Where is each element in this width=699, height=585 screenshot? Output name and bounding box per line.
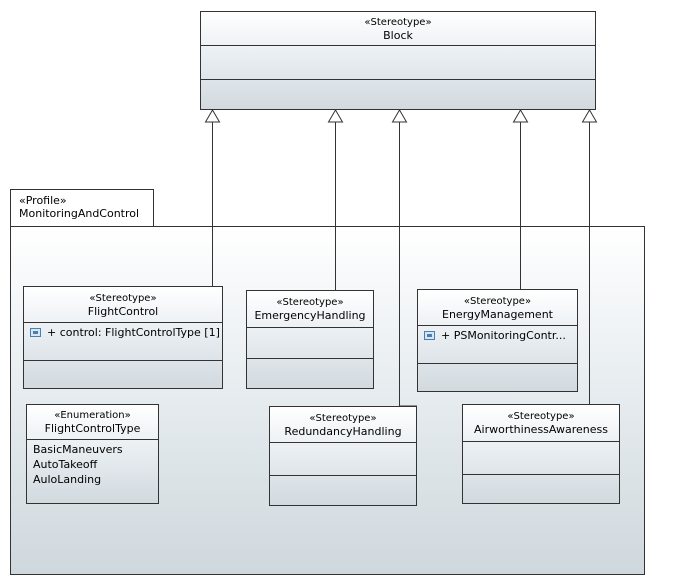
generalization-arrowhead: [581, 109, 598, 123]
generalization-arrowhead: [204, 109, 221, 123]
energy-management-stereotype[interactable]: «Stereotype» EnergyManagement + PSMonito…: [417, 289, 578, 392]
profile-name: MonitoringAndControl: [19, 207, 140, 220]
block-stereotype-label: «Stereotype»: [364, 17, 432, 28]
generalization-arrowhead: [391, 109, 408, 123]
flight-control-type-enumeration[interactable]: «Enumeration» FlightControlType BasicMan…: [26, 404, 159, 504]
airworthiness-awareness-name: AirworthinessAwareness: [474, 423, 608, 436]
enumeration-stereotype-label: «Enumeration»: [54, 410, 131, 421]
property-icon: [424, 331, 435, 340]
property-icon: [30, 328, 41, 337]
energy-management-attribute-text: + PSMonitoringContr...: [441, 329, 566, 342]
enumeration-literal[interactable]: AutoTakeoff: [33, 458, 98, 471]
generalization-redundancy-handling: [399, 122, 417, 407]
flight-control-stereotype[interactable]: «Stereotype» FlightControl + control: Fl…: [23, 286, 223, 389]
emergency-handling-stereotype-label: «Stereotype»: [276, 297, 344, 308]
block-stereotype[interactable]: «Stereotype» Block: [200, 11, 596, 110]
generalization-arrowhead: [327, 109, 344, 123]
redundancy-handling-stereotype[interactable]: «Stereotype» RedundancyHandling: [269, 406, 417, 506]
flight-control-stereotype-label: «Stereotype»: [89, 293, 157, 304]
emergency-handling-name: EmergencyHandling: [254, 309, 366, 322]
flight-control-type-name: FlightControlType: [44, 422, 141, 435]
energy-management-attribute[interactable]: + PSMonitoringContr...: [424, 329, 566, 342]
profile-package-tab[interactable]: «Profile» MonitoringAndControl: [10, 189, 154, 227]
emergency-handling-stereotype[interactable]: «Stereotype» EmergencyHandling: [246, 290, 374, 389]
energy-management-name: EnergyManagement: [442, 308, 553, 321]
redundancy-handling-name: RedundancyHandling: [284, 425, 402, 438]
airworthiness-awareness-stereotype-label: «Stereotype»: [507, 411, 575, 422]
redundancy-handling-stereotype-label: «Stereotype»: [309, 413, 377, 424]
block-name: Block: [383, 29, 413, 42]
generalization-arrowhead: [512, 109, 529, 123]
airworthiness-awareness-stereotype[interactable]: «Stereotype» AirworthinessAwareness: [462, 404, 620, 504]
enumeration-literal[interactable]: AuloLanding: [33, 473, 102, 486]
flight-control-attribute[interactable]: + control: FlightControlType [1]: [30, 326, 220, 339]
profile-package-body[interactable]: [10, 226, 645, 575]
flight-control-attribute-text: + control: FlightControlType [1]: [47, 326, 220, 339]
enumeration-literal[interactable]: BasicManeuvers: [33, 443, 123, 456]
energy-management-stereotype-label: «Stereotype»: [463, 296, 532, 307]
profile-stereotype: «Profile»: [19, 194, 67, 207]
flight-control-name: FlightControl: [87, 305, 159, 318]
